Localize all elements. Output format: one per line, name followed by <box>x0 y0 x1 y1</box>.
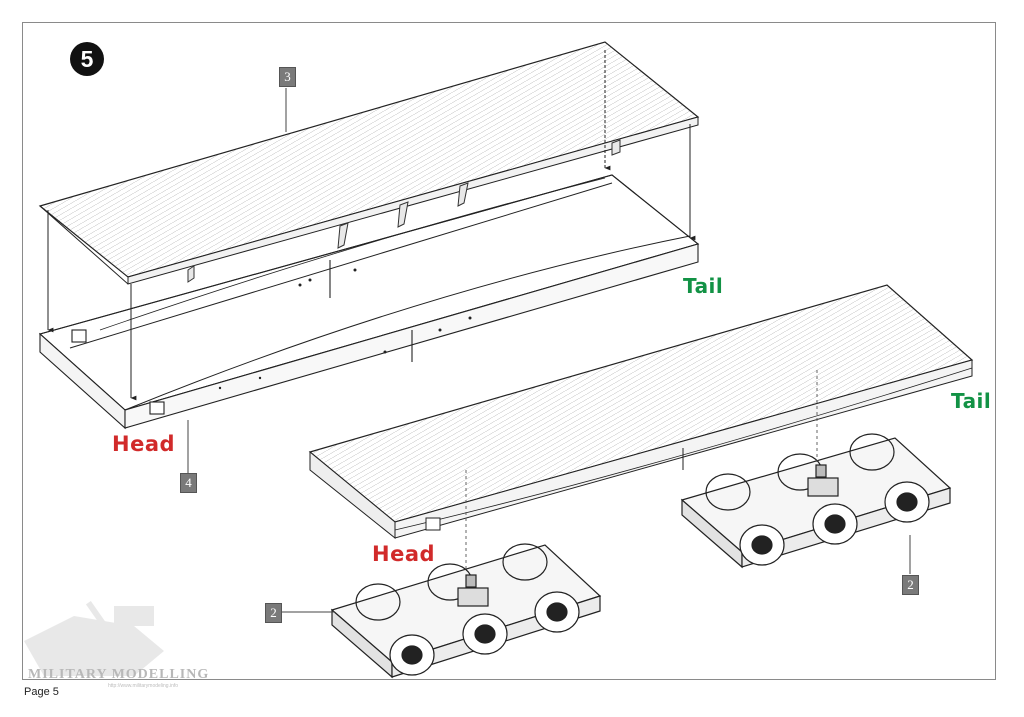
page-number: Page 5 <box>24 686 59 698</box>
bogie-right <box>680 433 952 569</box>
step-number-badge: 5 <box>70 42 104 76</box>
watermark-logo <box>24 600 164 676</box>
alignment-lines <box>465 370 818 572</box>
label-head-top: Head <box>112 432 176 456</box>
part-number-2-left: 2 <box>265 603 282 623</box>
watermark-text: MILITARY MODELLING <box>28 667 210 682</box>
part-number-2-right: 2 <box>902 575 919 595</box>
watermark-url: http://www.militarymodeling.info <box>108 683 179 689</box>
part-number-4: 4 <box>180 473 197 493</box>
frame-top <box>38 174 700 430</box>
label-tail-bottom: Tail <box>951 389 992 413</box>
assembly-arrows-top <box>47 50 696 401</box>
deck-top <box>38 41 700 285</box>
page-frame <box>22 22 996 680</box>
deck-bottom <box>308 284 974 540</box>
bogie-left <box>330 543 602 679</box>
label-head-bottom: Head <box>372 542 436 566</box>
label-tail-top: Tail <box>683 274 724 298</box>
part-number-3: 3 <box>279 67 296 87</box>
